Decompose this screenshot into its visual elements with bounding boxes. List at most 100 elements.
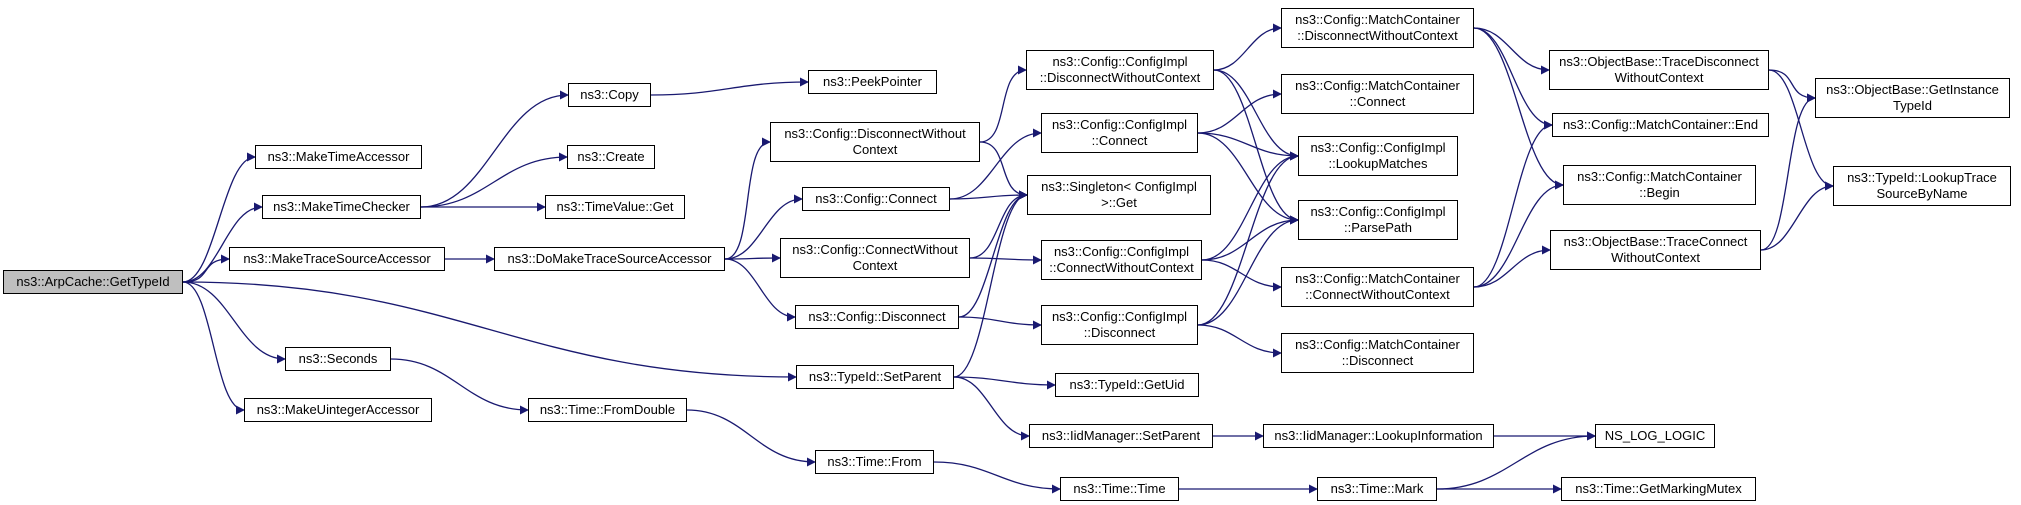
node-config-disconnect[interactable]: ns3::Config::Disconnect [795, 305, 959, 329]
edge-n0-n1 [182, 152, 256, 283]
node-matchcontainer-end[interactable]: ns3::Config::MatchContainer::End [1552, 113, 1769, 137]
edge-n15-n22 [958, 316, 1042, 330]
edge-n12-n18 [979, 65, 1027, 143]
node-label: ns3::MakeTimeChecker [273, 199, 410, 214]
edge-n9-n12 [724, 137, 771, 260]
node-domaketracesourceaccessor[interactable]: ns3::DoMakeTraceSourceAccessor [494, 247, 725, 271]
node-label: ns3::PeekPointer [822, 74, 922, 89]
node-iidmanager-setparent[interactable]: ns3::IidManager::SetParent [1029, 424, 1213, 448]
node-label-line2: ::LookupMatches [1328, 156, 1428, 171]
node-matchcontainer-connect[interactable]: ns3::Config::MatchContainer::Connect [1281, 74, 1474, 114]
node-matchcontainer-disconnect[interactable]: ns3::Config::MatchContainer::Disconnect [1281, 333, 1474, 373]
node-maketimeaccessor[interactable]: ns3::MakeTimeAccessor [255, 145, 422, 169]
edge-n9-n13 [724, 194, 803, 260]
node-config-connect[interactable]: ns3::Config::Connect [802, 187, 950, 211]
node-label-line1: ns3::Config::MatchContainer [1295, 78, 1460, 93]
node-peekpointer[interactable]: ns3::PeekPointer [808, 70, 937, 94]
node-label-line2: ::DisconnectWithoutContext [1039, 70, 1201, 85]
edge-n16-n20 [953, 190, 1028, 378]
edge-n34-n40 [1768, 69, 1816, 103]
edge-n26-n36 [1473, 27, 1564, 190]
node-label-line2: TypeId [1892, 98, 1933, 113]
node-label: NS_LOG_LOGIC [1604, 428, 1706, 443]
node-seconds[interactable]: ns3::Seconds [285, 347, 391, 371]
node-label: ns3::Time::Mark [1330, 481, 1424, 496]
edge-n19-n28 [1197, 132, 1299, 161]
node-singleton-configimpl-get[interactable]: ns3::Singleton< ConfigImpl>::Get [1027, 175, 1211, 215]
node-label: ns3::Config::MatchContainer::End [1562, 117, 1759, 132]
node-maketimechecker[interactable]: ns3::MakeTimeChecker [262, 195, 421, 219]
node-label-line1: ns3::Config::ConnectWithout [792, 242, 958, 257]
node-arpcache-gettypeid[interactable]: ns3::ArpCache::GetTypeId [3, 270, 183, 294]
edge-n22-n31 [1197, 324, 1282, 358]
edge-n16-n23 [953, 376, 1056, 390]
node-label-line2: WithoutContext [1614, 70, 1704, 85]
node-iidmanager-lookupinformation[interactable]: ns3::IidManager::LookupInformation [1263, 424, 1494, 448]
node-label: ns3::MakeTimeAccessor [267, 149, 410, 164]
node-label-line1: ns3::Config::ConfigImpl [1310, 140, 1446, 155]
node-time-time[interactable]: ns3::Time::Time [1060, 477, 1179, 501]
node-label-line2: WithoutContext [1611, 250, 1700, 265]
node-label-line1: ns3::TypeId::LookupTrace [1847, 170, 1997, 185]
edge-n13-n20 [949, 190, 1028, 200]
edge-n10-n17 [686, 409, 816, 467]
node-label: ns3::MakeTraceSourceAccessor [243, 251, 431, 266]
edge-n17-n25 [933, 461, 1061, 494]
edge-n21-n29 [1201, 215, 1299, 261]
node-create[interactable]: ns3::Create [567, 145, 655, 169]
edge-n21-n28 [1201, 151, 1299, 261]
node-matchcontainer-connectwithoutcontext[interactable]: ns3::Config::MatchContainer::ConnectWith… [1281, 267, 1474, 307]
node-configimpl-parsepath[interactable]: ns3::Config::ConfigImpl::ParsePath [1298, 200, 1458, 240]
node-configimpl-connectwithoutcontext[interactable]: ns3::Config::ConfigImpl::ConnectWithoutC… [1041, 240, 1202, 280]
node-typeid-getuid[interactable]: ns3::TypeId::GetUid [1055, 373, 1199, 397]
node-typeid-setparent[interactable]: ns3::TypeId::SetParent [796, 365, 954, 389]
edge-n2-n7 [420, 152, 568, 208]
edge-n18-n28 [1213, 69, 1299, 161]
node-configimpl-connect[interactable]: ns3::Config::ConfigImpl::Connect [1041, 113, 1198, 153]
node-label-line1: ns3::Config::MatchContainer [1295, 337, 1460, 352]
edge-n37-n41 [1760, 181, 1834, 251]
node-configimpl-disconnectwithoutcontext[interactable]: ns3::Config::ConfigImpl::DisconnectWitho… [1026, 50, 1214, 90]
node-label-line1: ns3::Config::ConfigImpl [1310, 204, 1446, 219]
edge-n12-n20 [979, 141, 1028, 200]
node-ns-log-logic[interactable]: NS_LOG_LOGIC [1595, 424, 1715, 448]
node-matchcontainer-disconnectwithoutcontext[interactable]: ns3::Config::MatchContainer::DisconnectW… [1281, 8, 1474, 48]
edge-n30-n35 [1473, 120, 1553, 288]
node-makeuintegeraccessor[interactable]: ns3::MakeUintegerAccessor [244, 398, 432, 422]
edge-n0-n2 [182, 202, 263, 283]
node-maketracesourceaccessor[interactable]: ns3::MakeTraceSourceAccessor [229, 247, 445, 271]
node-matchcontainer-begin[interactable]: ns3::Config::MatchContainer::Begin [1563, 165, 1756, 205]
node-label: ns3::Config::Connect [815, 191, 937, 206]
edge-n6-n11 [650, 77, 809, 96]
node-time-fromdouble[interactable]: ns3::Time::FromDouble [528, 398, 687, 422]
edge-n34-n41 [1768, 69, 1834, 191]
edge-n21-n30 [1201, 259, 1282, 292]
node-label-line2: ::ParsePath [1344, 220, 1412, 235]
node-time-from[interactable]: ns3::Time::From [815, 450, 934, 474]
node-timevalue-get[interactable]: ns3::TimeValue::Get [545, 195, 685, 219]
edge-n19-n27 [1197, 89, 1282, 134]
node-label-line1: ns3::ObjectBase::TraceDisconnect [1559, 54, 1759, 69]
node-time-getmarkingmutex[interactable]: ns3::Time::GetMarkingMutex [1561, 477, 1756, 501]
node-label: ns3::MakeUintegerAccessor [256, 402, 420, 417]
node-configimpl-disconnect[interactable]: ns3::Config::ConfigImpl::Disconnect [1041, 305, 1198, 345]
node-configimpl-lookupmatches[interactable]: ns3::Config::ConfigImpl::LookupMatches [1298, 136, 1458, 176]
node-copy[interactable]: ns3::Copy [568, 83, 651, 107]
node-label: ns3::IidManager::SetParent [1041, 428, 1201, 443]
edge-n14-n21 [969, 255, 1042, 265]
node-label-line2: >::Get [1101, 195, 1137, 210]
node-label-line1: ns3::Singleton< ConfigImpl [1041, 179, 1197, 194]
node-time-mark[interactable]: ns3::Time::Mark [1317, 477, 1437, 501]
edge-n9-n15 [724, 258, 796, 322]
edge-n2-n6 [420, 90, 569, 208]
edge-n30-n36 [1473, 180, 1564, 288]
node-label-line1: ns3::Config::DisconnectWithout [784, 126, 966, 141]
edge-n0-n16 [182, 281, 797, 382]
node-label-line2: Context [852, 258, 898, 273]
